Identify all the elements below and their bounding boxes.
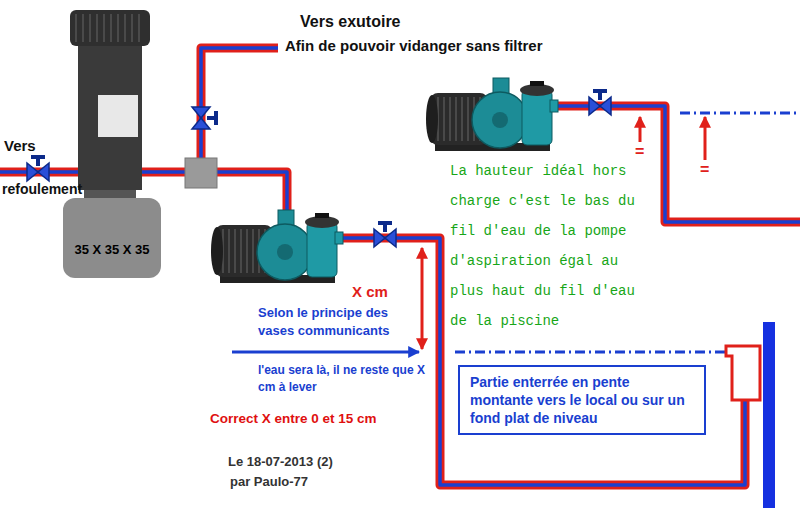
date-label: Le 18-07-2013 (2) [228,454,333,470]
motor-fin [455,97,457,141]
principle-note: Selon le principe des vases communicants [258,304,423,340]
pump-prefilter [307,222,337,277]
cap-ridge [138,14,140,42]
motor-fin [252,229,254,273]
motor-fin [449,97,451,141]
cap-ridge [131,14,133,42]
filter-base-block: 35 X 35 X 35 [63,198,161,278]
valve-handle [214,111,218,125]
pipe-core [201,48,278,165]
valve-stem [383,224,387,232]
water-level [455,351,726,354]
level-arrow [639,117,642,142]
valve-handle [31,155,45,159]
valve-symbol [589,89,611,115]
cap-ridge [103,14,105,42]
valve-symbol [192,107,218,129]
cap-ridge [110,14,112,42]
motor-fin [234,229,236,273]
pointer-arrow [232,351,419,354]
level-arrow [704,117,707,160]
author-label: par Paulo-77 [230,474,308,490]
motor-fin [246,229,248,273]
skimmer [726,346,760,400]
pipe-tee [185,158,217,188]
valve-symbol [27,155,49,181]
motor-fin [461,97,463,141]
motor-fin [467,97,469,141]
return-label: Vers [4,136,36,155]
pump-volute [257,224,313,280]
outlet-note: Afin de pouvoir vidanger sans filtrer [285,36,543,55]
valve-handle [593,89,607,93]
valve-stem [207,116,215,120]
lid-handle [530,81,544,86]
pump-hub [492,112,508,128]
tolerance-note: Correct X entre 0 et 15 cm [210,410,377,427]
motor-cap [426,95,438,143]
valve-stem [598,92,602,100]
valve-stem [36,158,40,166]
height-arrow [421,248,424,349]
pump-symbol [211,210,343,283]
cap-ridge [89,14,91,42]
height-note: La hauteur idéal hors charge c'est le ba… [450,156,645,336]
pump-prefilter [522,90,552,145]
motor-fin [240,229,242,273]
pool-wall [763,322,775,508]
return-label: refoulement [2,180,82,198]
water-note: l'eau sera là, il ne reste que X cm à le… [258,362,434,396]
box-text: 35 X 35 X 35 [74,241,149,258]
pipe [201,48,278,165]
motor-fin [443,97,445,141]
water-level [680,112,796,115]
filter-label [98,95,138,137]
buried-pipe-box: Partie enterrée en pente montante vers l… [458,365,706,435]
lid-handle [315,213,329,218]
pipe-core [341,238,745,485]
filter-stand [84,190,136,198]
pump-hub [277,244,293,260]
pump-intake [335,232,343,244]
motor-cap [211,227,223,275]
cap-ridge [75,14,77,42]
equal-sign: = [700,160,709,180]
pump-volute [472,92,528,148]
cap-ridge [82,14,84,42]
cap-ridge [117,14,119,42]
valve-symbol [374,221,396,247]
filter-body [78,46,142,190]
cap-ridge [124,14,126,42]
box-text: Partie enterrée en pente montante vers l… [470,373,694,427]
equal-sign: = [635,142,644,162]
pump-intake [550,100,558,112]
pipe [341,238,745,485]
cap-ridge [96,14,98,42]
filter-cap [70,10,150,46]
dimension-label: X cm [352,282,388,301]
motor-fin [228,229,230,273]
valve-handle [378,221,392,225]
outlet-label: Vers exutoire [300,12,401,32]
pump-symbol [426,78,558,151]
